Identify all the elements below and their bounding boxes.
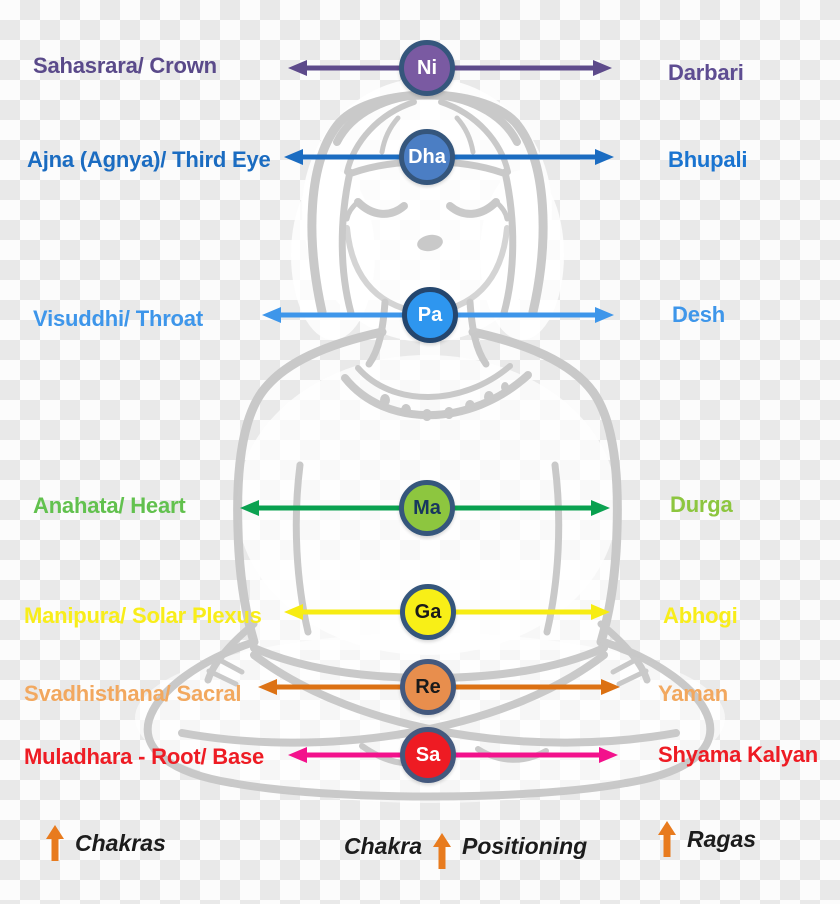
swara-label-heart: Ma	[413, 496, 441, 519]
chakra-label-solar-plexus: Manipura/ Solar Plexus	[24, 603, 262, 628]
chakra-label-third-eye: Ajna (Agnya)/ Third Eye	[27, 147, 271, 172]
ragas-legend: Ragas	[656, 820, 756, 858]
swara-label-sacral: Re	[415, 675, 441, 698]
chakra-label-root: Muladhara - Root/ Base	[24, 744, 265, 769]
chakra-node-solar-plexus: Ga	[400, 584, 456, 640]
raga-label-crown: Darbari	[668, 60, 744, 85]
chakra-node-sacral: Re	[400, 659, 456, 715]
raga-label-heart: Durga	[670, 492, 733, 517]
chakra-node-crown: Ni	[399, 40, 455, 96]
chakra-label-sacral: Svadhisthana/ Sacral	[24, 681, 242, 706]
swara-label-third-eye: Dha	[408, 145, 446, 168]
raga-label-solar-plexus: Abhogi	[663, 603, 738, 628]
chakra-label-crown: Sahasrara/ Crown	[33, 53, 217, 78]
ragas-legend-label: Ragas	[687, 825, 757, 852]
raga-label-throat: Desh	[672, 302, 725, 327]
up-arrow-icon	[658, 821, 676, 857]
chakra-node-heart: Ma	[399, 480, 455, 536]
chakra-label-throat: Visuddhi/ Throat	[33, 306, 203, 331]
swara-label-throat: Pa	[417, 303, 443, 326]
swara-label-crown: Ni	[417, 56, 437, 79]
chakras-legend: Chakras	[44, 824, 166, 862]
raga-label-root: Shyama Kalyan	[658, 742, 819, 767]
swara-label-root: Sa	[415, 743, 441, 766]
raga-label-third-eye: Bhupali	[668, 147, 748, 172]
chakra-node-root: Sa	[400, 727, 456, 783]
chakra-node-third-eye: Dha	[399, 129, 455, 185]
chakras-legend-label: Chakras	[75, 829, 166, 856]
chakra-label-heart: Anahata/ Heart	[33, 493, 186, 518]
chakra-positioning-right-label: Positioning	[461, 832, 588, 859]
chakra-positioning-left-label: Chakra	[344, 832, 422, 859]
chakra-node-throat: Pa	[402, 287, 458, 343]
chakra-positioning-legend: Chakra Positioning	[344, 827, 588, 869]
up-arrow-icon	[46, 825, 64, 861]
swara-label-solar-plexus: Ga	[414, 600, 442, 623]
up-arrow-icon	[432, 833, 451, 869]
raga-label-sacral: Yaman	[658, 681, 728, 706]
